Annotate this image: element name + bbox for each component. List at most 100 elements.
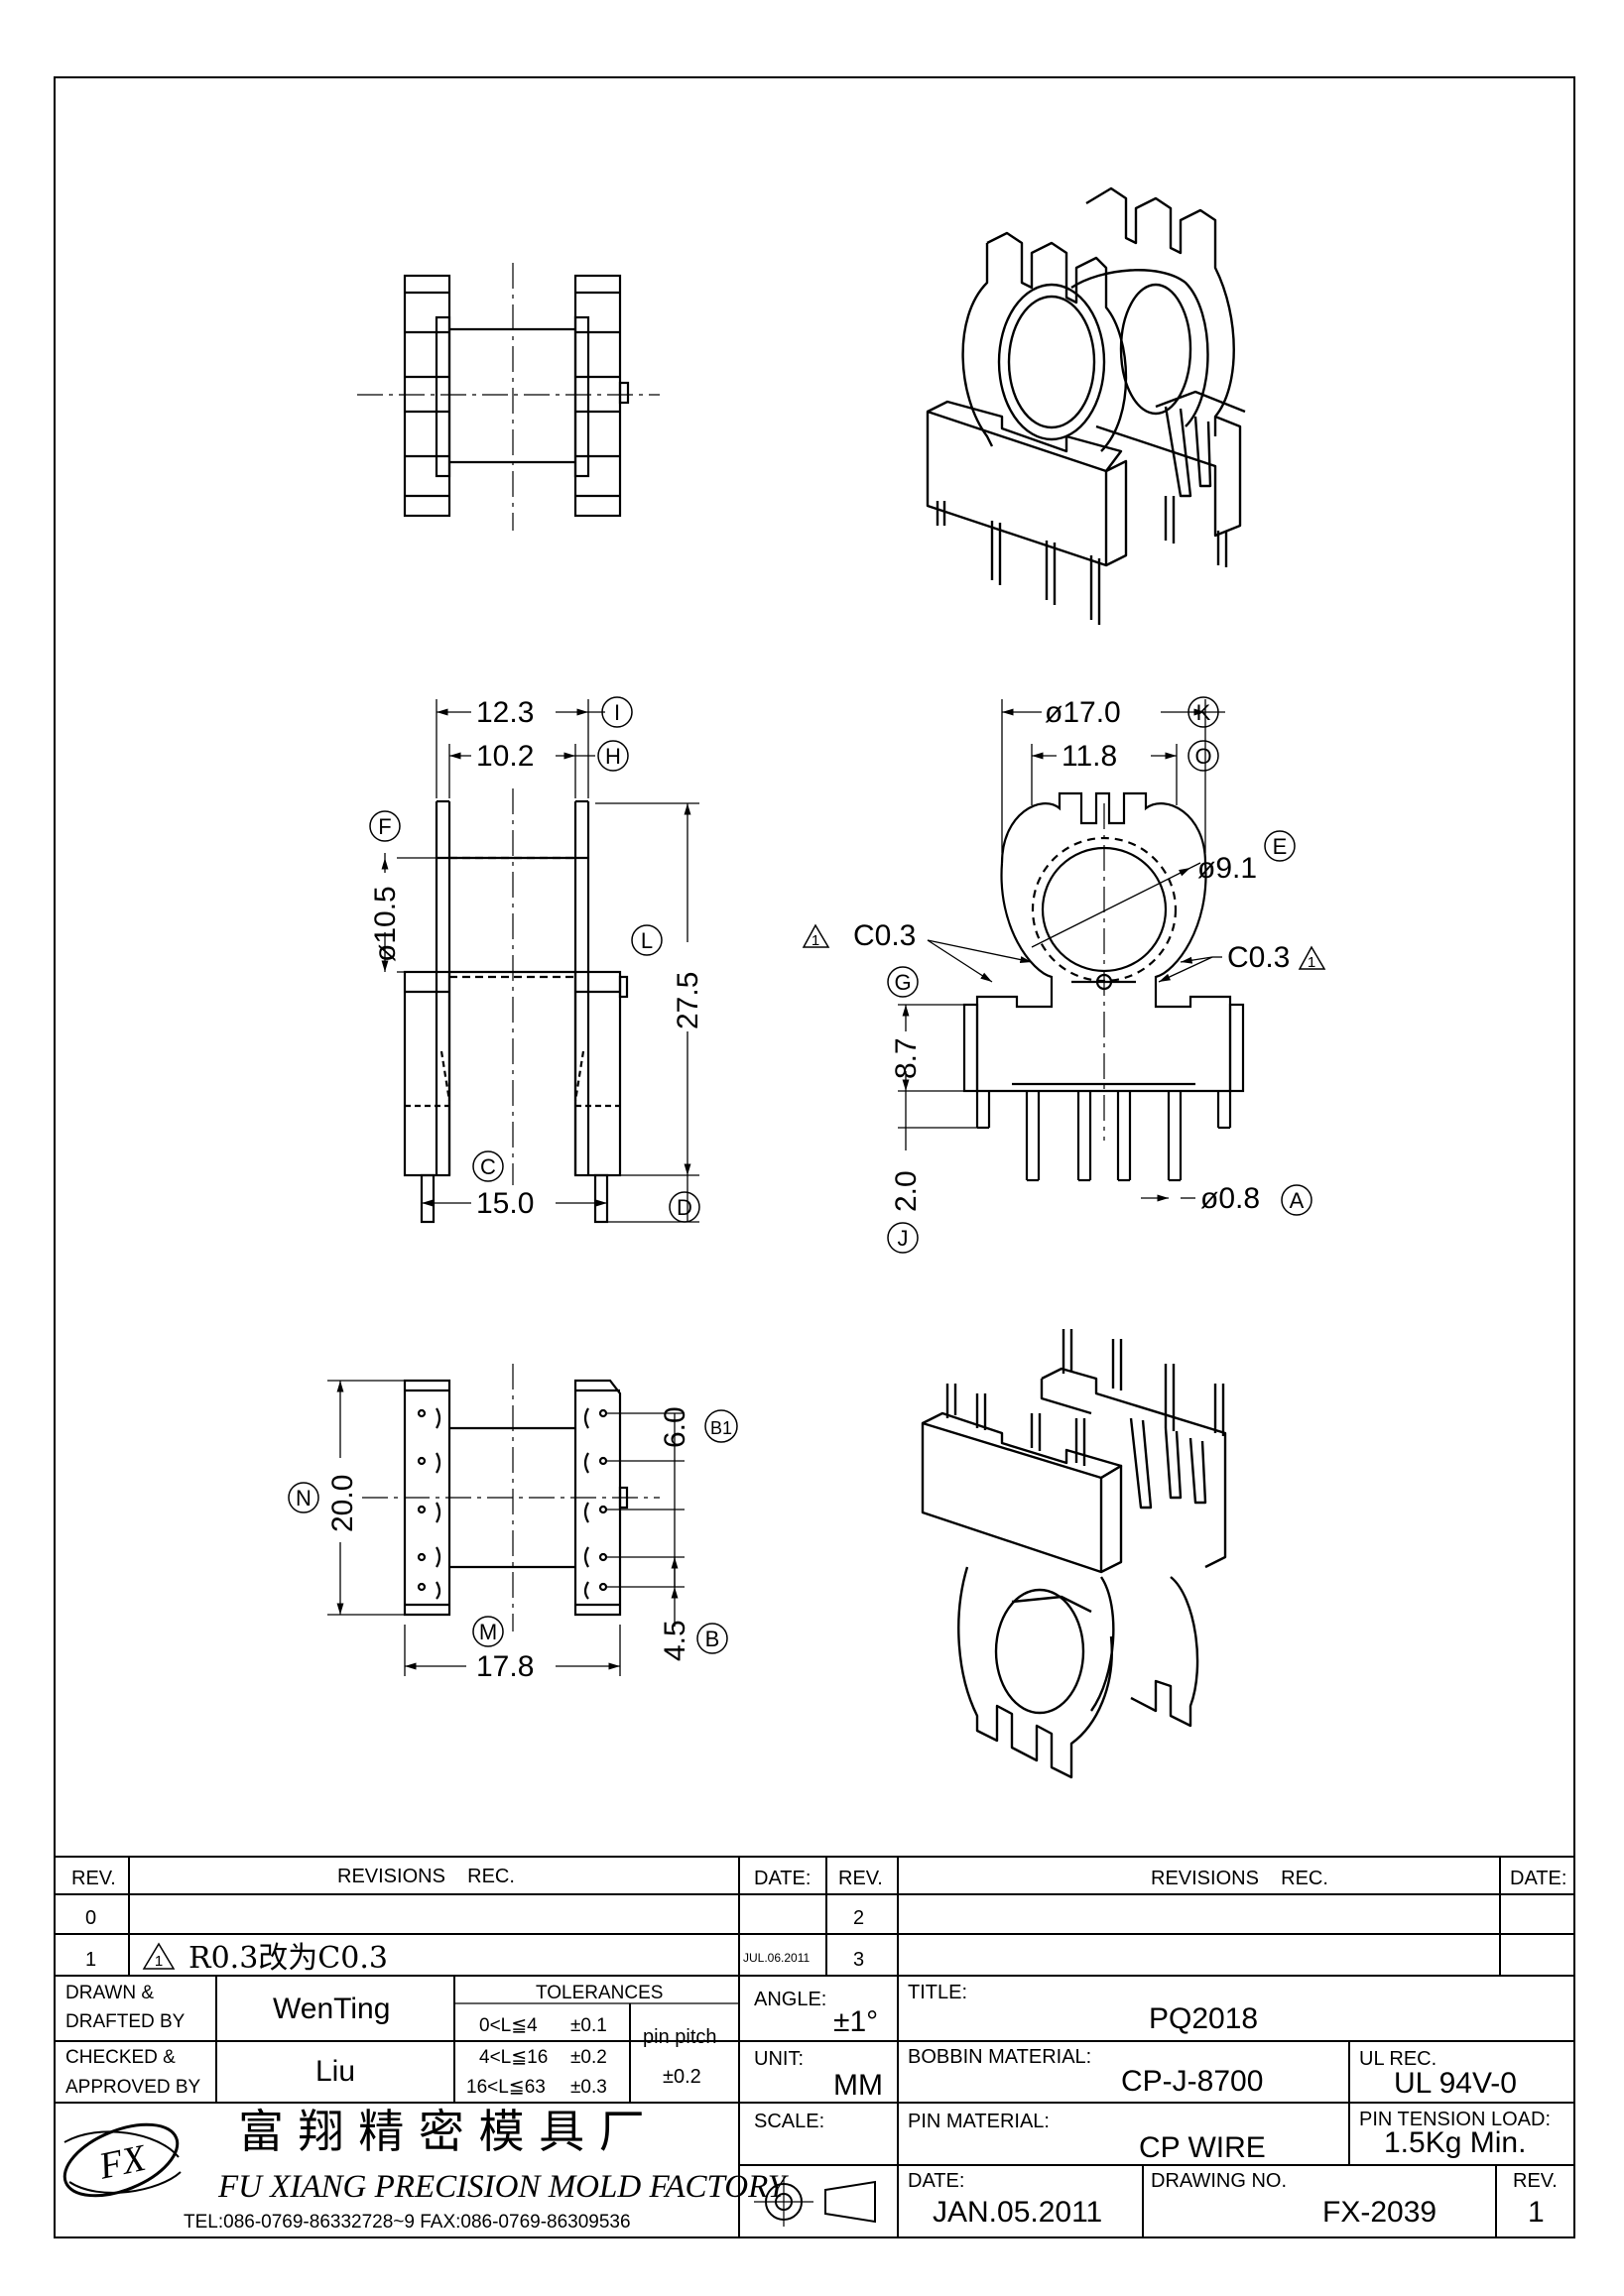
company-name-cn: 富 翔 精 密 模 具 厂 [238,2105,645,2158]
balloon-l: L [631,924,663,956]
balloon-i: I [601,696,633,728]
bobbin-material-label: BOBBIN MATERIAL: [908,2046,1091,2068]
dim-8-7: 8.7 [890,1037,923,1079]
balloon-o: O [1187,740,1219,772]
svg-text:1: 1 [1308,954,1315,971]
rev-header: REV. [71,1868,116,1889]
title-label: TITLE: [908,1982,967,2003]
dim-12-3: 12.3 [476,696,534,729]
dim-4-5: 4.5 [659,1620,691,1661]
balloon-f: F [369,810,401,842]
balloon-b: B [696,1623,728,1654]
svg-text:C: C [480,1154,496,1179]
drawing-no-label: DRAWING NO. [1151,2170,1287,2192]
tol-row2-val: ±0.2 [570,2047,607,2068]
dim-c03-right: C0.3 [1227,941,1290,974]
svg-text:B1: B1 [710,1418,732,1438]
rev-header-2: REV. [838,1868,883,1889]
sheet-border [54,76,1575,2238]
row1-rev: 1 [85,1949,96,1971]
dim-6-0: 6.0 [659,1406,691,1448]
drawn-label-1: DRAWN & [65,1983,154,2003]
pin-tension-value: 1.5Kg Min. [1384,2126,1526,2159]
unit-value: MM [833,2069,883,2102]
dim-27-5: 27.5 [672,972,704,1029]
top-view [357,263,660,531]
svg-text:F: F [378,814,391,839]
dim-17-8: 17.8 [476,1650,534,1683]
revision-triangle-left: 1 [802,923,830,949]
row1-rev-right: 3 [853,1949,864,1971]
checked-label-1: CHECKED & [65,2047,176,2068]
row0-rev: 0 [85,1907,96,1929]
balloon-b1: B1 [704,1409,738,1443]
svg-text:N: N [296,1486,312,1511]
drawn-label-2: DRAFTED BY [65,2011,186,2032]
svg-text:1: 1 [155,1953,163,1970]
row1-description: R0.3改为C0.3 [188,1941,388,1976]
dim-15-0: 15.0 [476,1187,534,1220]
tol-row2-range: 4<L≦16 [479,2047,548,2068]
revisions-header: REVISIONS REC. [337,1866,515,1887]
dim-2-0: 2.0 [890,1170,923,1212]
title-value: PQ2018 [1149,2002,1258,2035]
balloon-d: D [669,1191,700,1223]
ul-rec-value: UL 94V-0 [1394,2067,1517,2100]
pin-tension-label: PIN TENSION LOAD: [1359,2109,1551,2130]
date-header: DATE: [754,1868,811,1889]
row0-rev-right: 2 [853,1907,864,1929]
svg-text:A: A [1290,1188,1305,1213]
isometric-view-top [926,186,1246,625]
date-header-2: DATE: [1510,1868,1566,1889]
tol-row1-range: 0<L≦4 [479,2015,538,2036]
svg-text:D: D [677,1195,692,1220]
angle-label: ANGLE: [754,1989,826,2010]
balloon-m: M [472,1616,504,1647]
svg-text:M: M [479,1620,497,1644]
company-logo [62,2122,182,2198]
svg-text:B: B [705,1627,720,1651]
balloon-j: J [887,1222,919,1254]
rev-label: REV. [1513,2170,1558,2192]
pin-material-value: CP WIRE [1139,2131,1266,2164]
svg-text:1: 1 [812,932,819,949]
dim-11-8: 11.8 [1062,740,1117,773]
balloon-a: A [1281,1184,1312,1216]
tol-row3-val: ±0.3 [570,2077,607,2098]
front-view-dimensions [381,699,699,1223]
svg-text:J: J [898,1226,909,1251]
dim-phi10-5: ø10.5 [369,886,402,962]
balloons: I H F L C D K O E G J A B1 N M B 1 1 [288,696,1326,1654]
isometric-view-bottom [921,1329,1227,1779]
side-view-dimensions [898,699,1225,1202]
svg-text:E: E [1273,834,1288,859]
dim-c03-left: C0.3 [853,919,916,952]
bobbin-material-value: CP-J-8700 [1121,2065,1263,2098]
tol-row1-val: ±0.1 [570,2015,607,2036]
revisions-header-2: REVISIONS REC. [1151,1868,1328,1889]
dim-phi0-8: ø0.8 [1200,1182,1260,1215]
checked-value: Liu [315,2055,355,2088]
svg-text:H: H [605,744,621,769]
drawing-no-value: FX-2039 [1322,2196,1437,2229]
svg-text:L: L [641,928,653,953]
side-view [962,791,1245,1182]
drawn-value: WenTing [273,1993,390,2025]
balloon-k: K [1187,696,1219,728]
svg-text:G: G [894,970,911,995]
pin-pitch-value: ±0.2 [663,2066,701,2088]
balloon-n: N [288,1482,319,1513]
front-view [403,788,629,1224]
bottom-view-dimensions [327,1380,685,1676]
dimension-labels: 12.3 10.2 ø10.5 27.5 15.0 ø17.0 11.8 ø9.… [326,696,1290,1683]
balloon-g: G [887,966,919,998]
scale-label: SCALE: [754,2111,824,2132]
revision-triangle-right: 1 [1298,945,1326,971]
unit-label: UNIT: [754,2048,804,2070]
angle-value: ±1° [833,2005,878,2038]
date-value: JAN.05.2011 [933,2196,1102,2229]
company-contact: TEL:086-0769-86332728~9 FAX:086-0769-863… [184,2212,631,2233]
dim-phi17-0: ø17.0 [1045,696,1121,729]
balloon-h: H [597,740,629,772]
